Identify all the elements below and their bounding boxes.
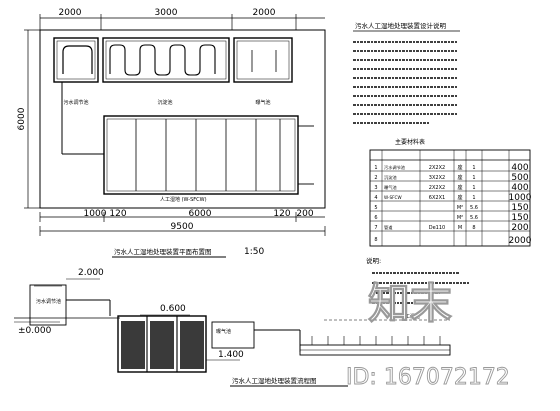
mat-qty-4: 1	[472, 195, 475, 201]
mat-no-6: 6	[374, 215, 377, 221]
mat-unit-3: 座	[457, 184, 462, 191]
mat-qty-3: 1	[472, 185, 475, 191]
mat-name-7: 管道	[384, 224, 393, 231]
aeration-tank-label: 曝气池	[255, 99, 270, 106]
mat-qty-1: 1	[472, 165, 475, 171]
plan-view: 2000 3000 2000 6000 污水调节池 沉淀池 曝气池	[17, 8, 326, 258]
explanation: 说明: 2000元	[366, 256, 470, 306]
plan-dim-bottom-1: 1000	[84, 209, 107, 219]
settling-tank-label: 沉淀池	[157, 99, 172, 106]
plan-title: 污水人工湿地处理装置平面布置图	[114, 247, 212, 256]
plan-dim-bottom-2: 120	[109, 209, 126, 219]
notes-text-lines	[353, 41, 458, 124]
mat-amount-2: 500	[511, 173, 528, 183]
materials-table: 主要材料表 1 污水调节池 2X2X2 座 1 400 2 沉淀池 3X2X2 …	[369, 138, 532, 247]
mat-amount-4: 1000	[509, 193, 532, 203]
watermark-id: ID: 167072172	[346, 365, 510, 390]
mat-qty-2: 1	[472, 175, 475, 181]
explanation-title: 说明:	[366, 256, 381, 265]
level-1: 2.000	[78, 268, 104, 278]
mat-no-7: 7	[374, 225, 377, 231]
mat-no-1: 1	[374, 165, 377, 171]
mat-spec-1: 2X2X2	[429, 165, 445, 171]
plan-dim-bottom-3: 6000	[189, 209, 212, 219]
mat-name-4: W-SFCW	[384, 195, 402, 200]
mat-unit-5: M²	[457, 205, 463, 211]
plan-dim-top-2: 3000	[155, 8, 178, 18]
mat-qty-5: 5.6	[470, 205, 478, 211]
profile-view: 2.000 ±0.000 污水调节池 0.600 1.400 曝气池	[14, 268, 451, 387]
watermark: 知末 ID: 167072172	[346, 279, 511, 391]
reactor-bay-2	[150, 321, 174, 369]
plan-dim-side: 6000	[17, 107, 27, 130]
mat-amount-7: 200	[511, 223, 528, 233]
profile-tank-label: 污水调节池	[36, 298, 61, 305]
explanation-fragment: 2000元	[418, 300, 436, 306]
mat-no-3: 3	[374, 185, 377, 191]
wetland-bed-label: 人工湿地 (W-SFCW)	[160, 196, 207, 203]
mat-unit-4: 座	[457, 194, 462, 201]
watermark-logo: 知末	[368, 279, 452, 328]
plan-dim-top-3: 2000	[253, 8, 276, 18]
mat-name-1: 污水调节池	[384, 164, 406, 171]
materials-title: 主要材料表	[395, 138, 425, 146]
level-2: ±0.000	[18, 326, 52, 336]
mat-qty-6: 5.6	[470, 215, 478, 221]
mat-amount-5: 150	[511, 203, 528, 213]
mat-amount-6: 150	[511, 213, 528, 223]
plan-dim-bottom-4: 120	[273, 209, 290, 219]
mat-unit-1: 座	[457, 164, 462, 171]
plan-dim-total: 9500	[171, 222, 194, 232]
mat-spec-7: De110	[429, 225, 445, 231]
plan-dim-top-1: 2000	[59, 8, 82, 18]
mat-unit-6: M²	[457, 215, 463, 221]
mat-no-5: 5	[374, 205, 377, 211]
mat-unit-7: M	[458, 225, 462, 231]
profile-wetland-label: 人工湿地	[400, 313, 420, 320]
plan-scale: 1:50	[244, 247, 264, 257]
mat-no-8: 8	[374, 237, 377, 243]
regulating-tank-label: 污水调节池	[63, 99, 88, 106]
mat-unit-2: 座	[457, 174, 462, 181]
notes-title: 污水人工湿地处理装置设计说明	[355, 21, 447, 30]
mat-qty-7: 8	[472, 225, 475, 231]
level-4: 1.400	[218, 350, 244, 360]
mat-amount-8: 2000	[509, 236, 532, 246]
level-3: 0.600	[160, 304, 186, 314]
profile-title: 污水人工湿地处理装置流程图	[232, 376, 317, 385]
mat-name-2: 沉淀池	[384, 174, 397, 181]
mat-name-3: 曝气池	[384, 184, 397, 190]
profile-aeration-label: 曝气池	[216, 328, 231, 335]
mat-spec-2: 3X2X2	[429, 175, 445, 181]
mat-no-4: 4	[374, 195, 377, 201]
mat-spec-3: 2X2X2	[429, 185, 445, 191]
mat-amount-3: 400	[511, 183, 528, 193]
mat-amount-1: 400	[511, 163, 528, 173]
design-notes: 污水人工湿地处理装置设计说明	[353, 21, 460, 124]
wetland-plants	[311, 336, 441, 345]
plan-dim-bottom-5: 200	[296, 209, 313, 219]
mat-spec-4: 6X2X1	[429, 195, 445, 201]
reactor-bay-3	[180, 321, 204, 369]
reactor-bay-1	[121, 321, 145, 369]
mat-no-2: 2	[374, 175, 377, 181]
